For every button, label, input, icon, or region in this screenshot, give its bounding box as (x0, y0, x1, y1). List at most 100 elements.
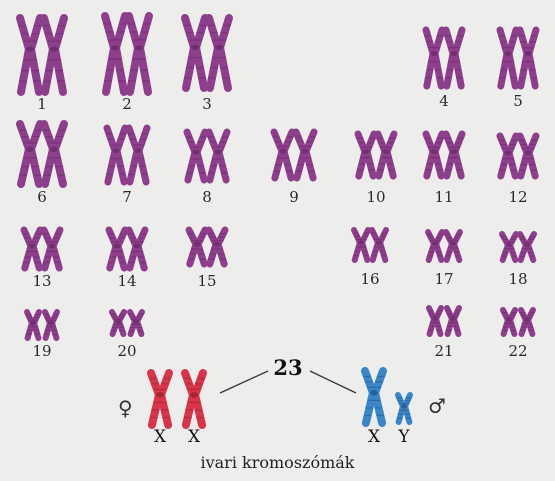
pair-label-18: 18 (508, 270, 528, 288)
male-x-label: X (367, 427, 381, 447)
chromosome (42, 309, 60, 341)
pair-label-1: 1 (37, 95, 47, 113)
pair-label-15: 15 (197, 272, 217, 290)
chromosome-pair-12 (496, 132, 540, 180)
chromosome-pair-11 (422, 130, 466, 180)
chromosome (24, 309, 42, 341)
chromosome (442, 130, 466, 180)
chromosome-pair-21 (426, 305, 462, 337)
chromosome (181, 14, 209, 92)
chromosome-pair-10 (354, 130, 398, 180)
chromosome (499, 231, 519, 263)
pair-23-connector-female (219, 370, 269, 394)
chromosome (422, 26, 446, 90)
chromosome (183, 128, 209, 184)
chromosome-pair-18 (499, 231, 537, 263)
male-symbol-icon: ♂ (428, 394, 446, 418)
chromosome (205, 128, 231, 184)
chromosome (103, 124, 129, 186)
female-x-chromosome (181, 369, 207, 429)
chromosome (40, 14, 68, 96)
chromosome (205, 226, 229, 268)
chromosome (422, 130, 446, 180)
pair-label-17: 17 (434, 270, 454, 288)
chromosome (270, 128, 296, 182)
chromosome (443, 229, 463, 263)
chromosome (40, 226, 64, 272)
chromosome (185, 226, 209, 268)
chromosome-pair-22 (500, 307, 536, 337)
chromosome-pair-8 (183, 128, 231, 184)
chromosome-pair-13 (20, 226, 64, 272)
chromosome-pair-14 (105, 226, 149, 272)
chromosome-pair-2 (101, 12, 153, 96)
female-symbol-icon: ♀ (118, 396, 133, 420)
chromosome (516, 26, 540, 90)
chromosome (425, 229, 445, 263)
chromosome (105, 226, 129, 272)
female-x-chromosome (147, 369, 173, 429)
pair-label-3: 3 (202, 95, 212, 113)
pair-label-7: 7 (122, 188, 132, 206)
chromosome (444, 305, 462, 337)
chromosome (16, 14, 44, 96)
chromosome (496, 132, 520, 180)
chromosome-pair-15 (185, 226, 229, 268)
pair-23-connector-male (309, 370, 357, 394)
chromosome (426, 305, 444, 337)
pair-label-6: 6 (37, 188, 47, 206)
chromosome (351, 227, 371, 263)
pair-label-23: 23 (273, 355, 303, 380)
chromosome (354, 130, 378, 180)
pair-label-5: 5 (513, 92, 523, 110)
chromosome-pair-3 (181, 14, 233, 92)
chromosome-pair-19 (24, 309, 60, 341)
chromosome (127, 309, 145, 337)
chromosome-pair-6 (16, 120, 68, 188)
chromosome (517, 231, 537, 263)
chromosome-pair-17 (425, 229, 463, 263)
pair-label-21: 21 (434, 342, 454, 360)
chromosome-pair-1 (16, 14, 68, 96)
sex-chromosomes-caption: ivari kromoszómák (200, 453, 355, 472)
chromosome (496, 26, 520, 90)
pair-label-16: 16 (360, 270, 380, 288)
chromosome (292, 128, 318, 182)
chromosome-pair-16 (351, 227, 389, 263)
male-y-chromosome (395, 392, 413, 425)
pair-label-2: 2 (122, 95, 132, 113)
chromosome (101, 12, 129, 96)
chromosome (109, 309, 127, 337)
chromosome (16, 120, 44, 188)
female-x1-label: X (153, 427, 167, 447)
pair-label-10: 10 (366, 188, 386, 206)
pair-label-12: 12 (508, 188, 528, 206)
pair-label-13: 13 (32, 272, 52, 290)
male-y-label: Y (398, 427, 410, 447)
female-x2-label: X (187, 427, 201, 447)
chromosome (374, 130, 398, 180)
chromosome (516, 132, 540, 180)
chromosome (125, 124, 151, 186)
chromosome (125, 12, 153, 96)
pair-label-19: 19 (32, 342, 52, 360)
male-x-chromosome (361, 367, 387, 427)
chromosome (500, 307, 518, 337)
chromosome (442, 26, 466, 90)
chromosome (40, 120, 68, 188)
pair-label-22: 22 (508, 342, 528, 360)
chromosome (205, 14, 233, 92)
chromosome-pair-7 (103, 124, 151, 186)
chromosome-pair-4 (422, 26, 466, 90)
pair-label-20: 20 (117, 342, 137, 360)
pair-label-8: 8 (202, 188, 212, 206)
pair-label-14: 14 (117, 272, 137, 290)
sex-chromosomes (147, 367, 413, 429)
pair-label-4: 4 (439, 92, 449, 110)
chromosome-pair-20 (109, 309, 145, 337)
chromosome (125, 226, 149, 272)
chromosome (369, 227, 389, 263)
chromosome (20, 226, 44, 272)
